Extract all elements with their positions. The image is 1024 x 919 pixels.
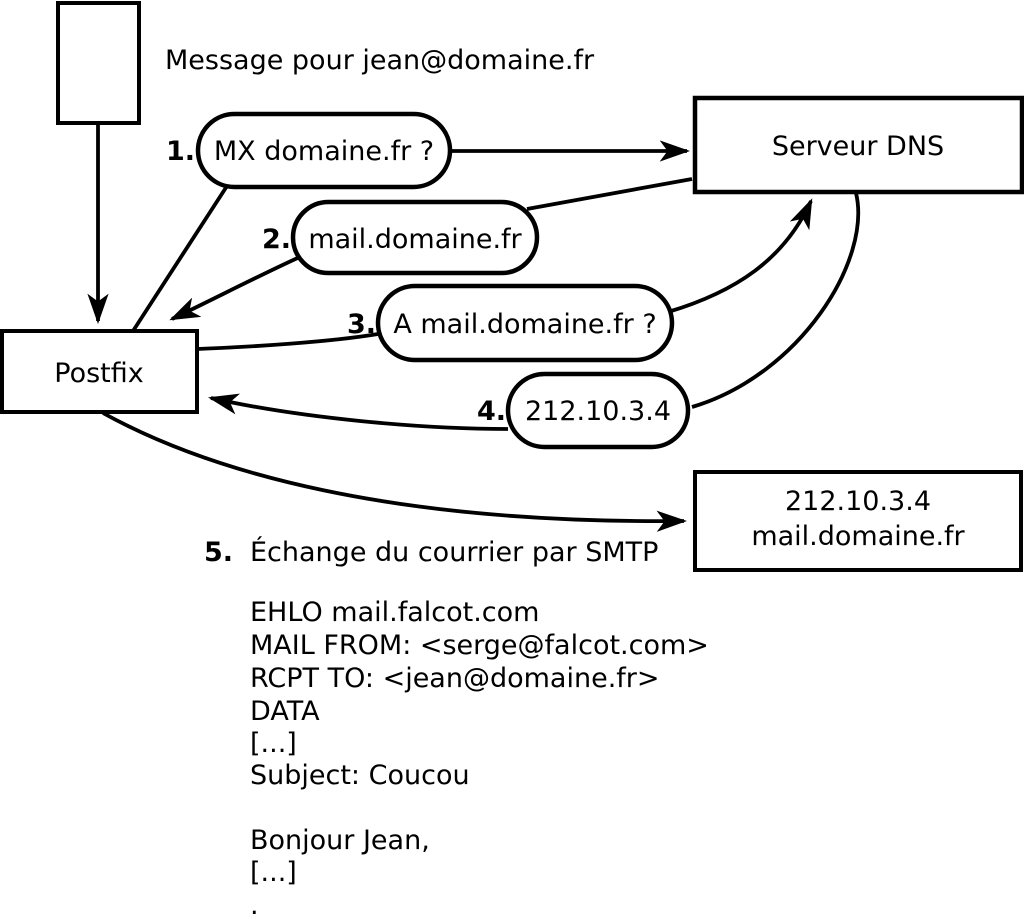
mail-server-ip: 212.10.3.4 [785, 486, 931, 517]
message-envelope-icon [56, 1, 141, 125]
step3-number: 3. [347, 309, 376, 340]
dns-server-box [692, 95, 1024, 195]
arrow-postfix-to-mailserver [102, 411, 688, 532]
message-note: Message pour jean@domaine.fr [165, 45, 595, 76]
step2-number: 2. [262, 224, 291, 255]
smtp-line: Bonjour Jean, [250, 825, 430, 856]
answer2-pill [290, 199, 540, 276]
smtp-line: RCPT TO: <jean@domaine.fr> [250, 663, 660, 694]
smtp-line: DATA [250, 696, 320, 727]
mail-server-hostname: mail.domaine.fr [751, 521, 965, 552]
mail-server-box [693, 470, 1023, 572]
step5-label: Échange du courrier par SMTP [250, 536, 658, 568]
smtp-session-transcript: EHLO mail.falcot.com MAIL FROM: <serge@f… [250, 597, 709, 919]
smtp-line: Subject: Coucou [250, 760, 470, 791]
postfix-label: Postfix [54, 358, 143, 389]
dns-server-label: Serveur DNS [772, 131, 944, 162]
smtp-line: MAIL FROM: <serge@falcot.com> [250, 630, 709, 661]
step4-number: 4. [477, 396, 506, 427]
smtp-line: EHLO mail.falcot.com [250, 597, 539, 628]
query3-pill [375, 283, 675, 363]
line-dns-to-answer4 [691, 192, 861, 409]
answer4-label: 212.10.3.4 [525, 396, 671, 427]
smtp-line: . [250, 890, 259, 919]
step1-number: 1. [166, 136, 195, 167]
arrow-answer4-to-postfix [208, 393, 509, 431]
query1-label: MX domaine.fr ? [214, 136, 434, 167]
line-dns-to-answer2 [526, 177, 693, 211]
line-postfix-to-query3 [196, 332, 379, 351]
smtp-line: [...] [250, 857, 297, 888]
answer2-label: mail.domaine.fr [308, 224, 522, 255]
postfix-box [0, 329, 199, 414]
line-postfix-to-query1 [131, 184, 229, 333]
query1-pill [195, 111, 453, 190]
step5-number: 5. [204, 537, 233, 568]
answer4-pill [505, 371, 691, 450]
smtp-line: [...] [250, 728, 297, 759]
query3-label: A mail.domaine.fr ? [393, 309, 656, 340]
arrow-query3-to-dns [667, 198, 813, 314]
arrow-answer2-to-postfix [169, 254, 303, 321]
